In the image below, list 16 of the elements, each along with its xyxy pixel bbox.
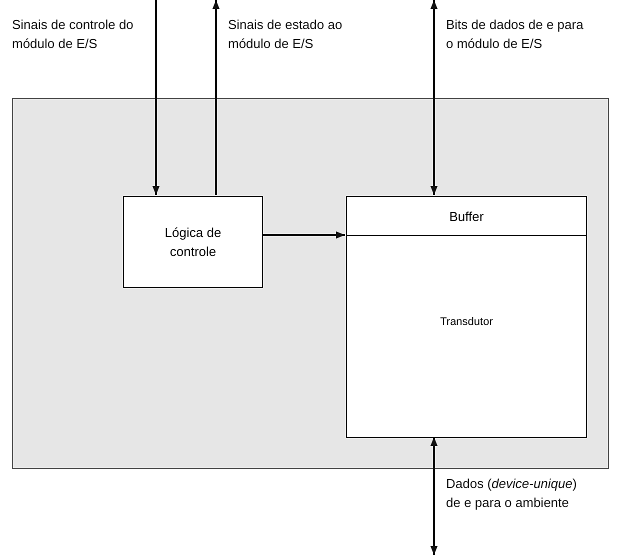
arrow: [430, 437, 438, 555]
arrow: [430, 0, 438, 195]
annotation-text: Dados (device-unique) de e para o ambiente: [446, 475, 578, 512]
arrow: [212, 0, 220, 195]
process-box: [123, 196, 263, 288]
arrow: [152, 0, 160, 195]
node-label: Lógica de controle: [164, 224, 222, 261]
annotation-text: Bits de dados de e para o módulo de E/S: [446, 16, 584, 53]
node-label: Transdutor: [440, 315, 493, 330]
node-label: Buffer: [449, 208, 484, 226]
annotation-text: Sinais de controle do módulo de E/S: [12, 16, 134, 53]
buffer-box: [346, 196, 587, 236]
panel-background: [12, 98, 609, 469]
transducer-box: [346, 236, 587, 438]
arrow: [262, 231, 345, 239]
annotation-text: Sinais de estado ao módulo de E/S: [228, 16, 344, 53]
